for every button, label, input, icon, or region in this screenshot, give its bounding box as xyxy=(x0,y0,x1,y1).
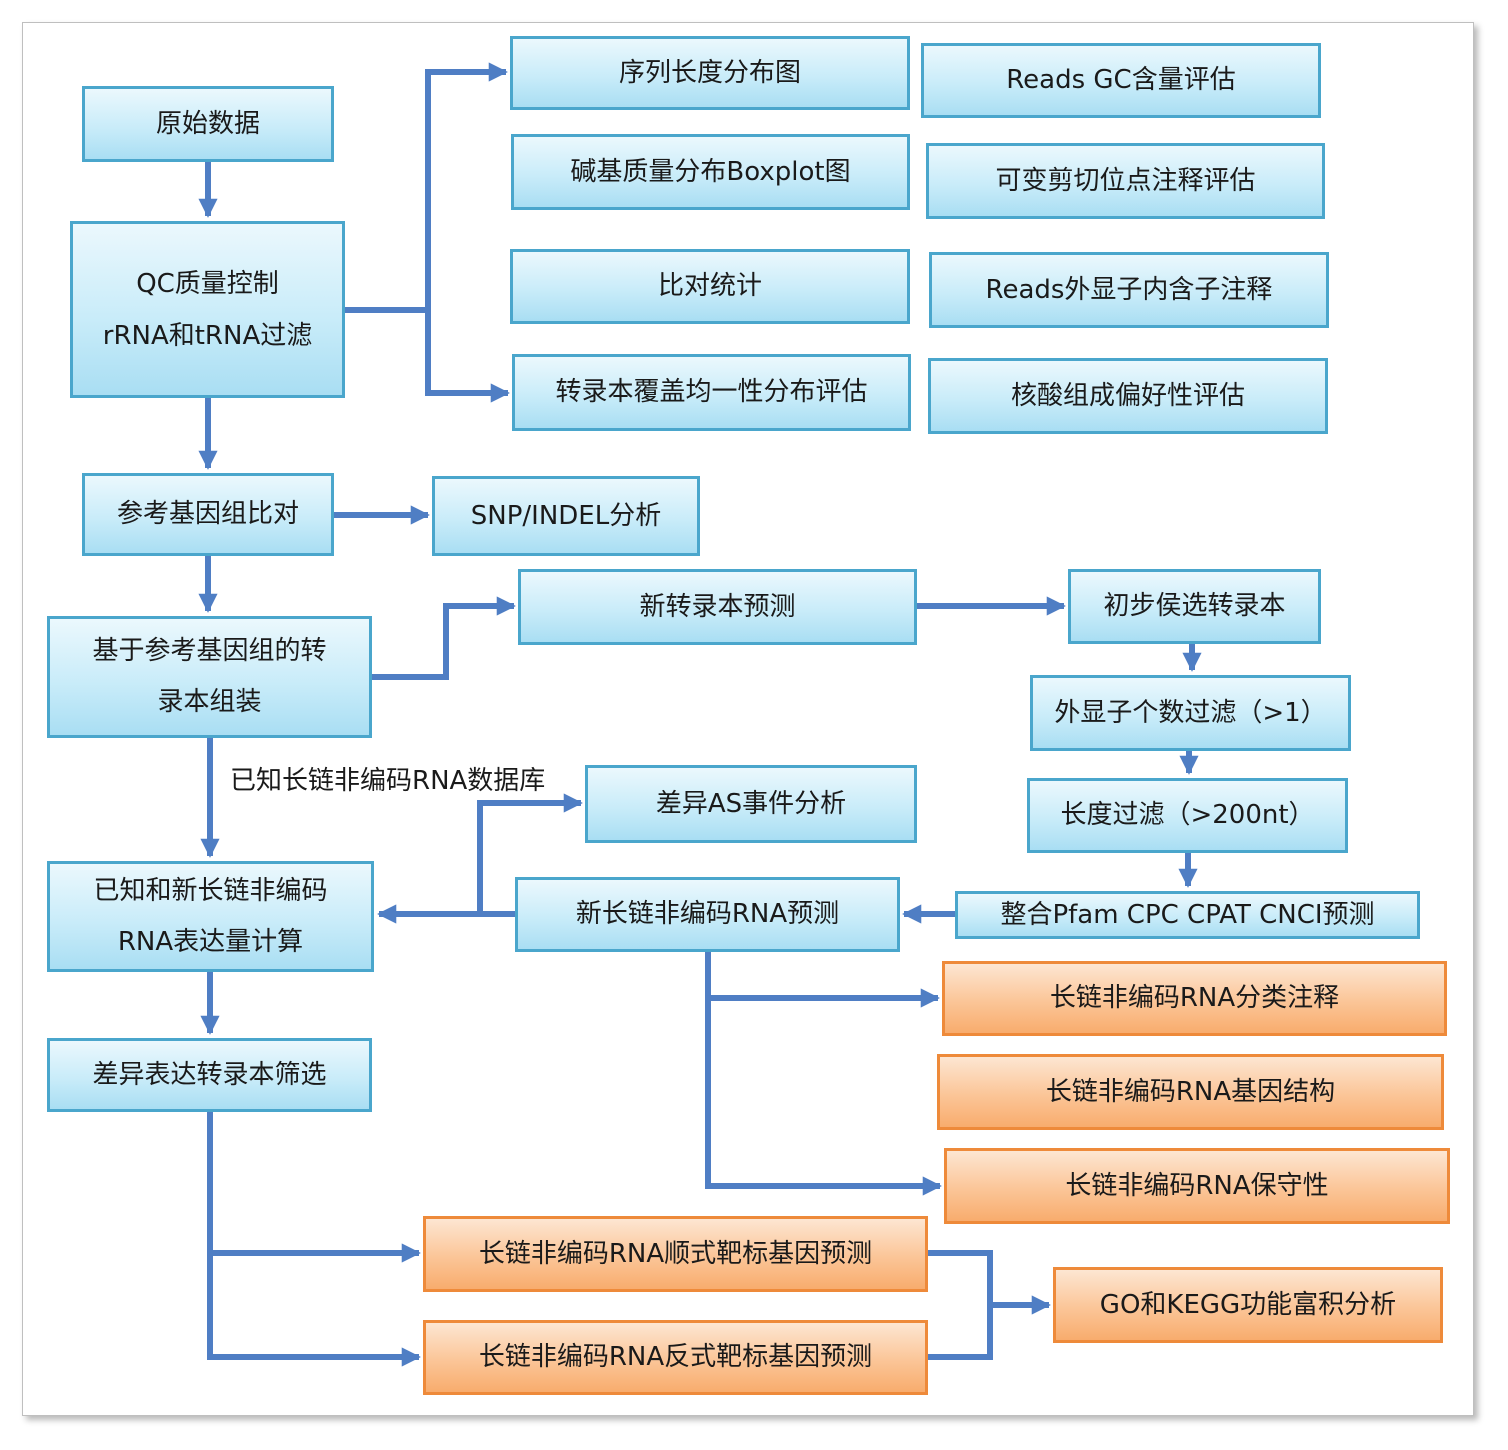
node-diff-as: 差异AS事件分析 xyxy=(585,765,917,843)
node-length-distribution: 序列长度分布图 xyxy=(510,36,910,110)
node-label: RNA表达量计算 xyxy=(117,926,304,957)
node-coverage-uniformity: 转录本覆盖均一性分布评估 xyxy=(512,354,911,431)
node-trans-target: 长链非编码RNA反式靶标基因预测 xyxy=(423,1320,928,1395)
node-raw-data: 原始数据 xyxy=(82,86,334,162)
node-go-kegg: GO和KEGG功能富积分析 xyxy=(1053,1267,1443,1343)
node-label: 原始数据 xyxy=(155,108,260,139)
node-label: 参考基因组比对 xyxy=(116,499,299,530)
arrow-assembly-to-new-pred xyxy=(372,596,516,680)
node-exon-intron: Reads外显子内含子注释 xyxy=(929,252,1329,328)
node-label: 录本组装 xyxy=(157,687,262,717)
arrow-diff-to-trans xyxy=(207,1253,421,1367)
arrow-qc-to-len-dist xyxy=(345,62,508,313)
node-assembly: 基于参考基因组的转 录本组装 xyxy=(47,616,372,738)
node-classification: 长链非编码RNA分类注释 xyxy=(942,961,1447,1036)
node-label: 长链非编码RNA基因结构 xyxy=(1045,1076,1336,1107)
node-new-lncrna: 新长链非编码RNA预测 xyxy=(515,877,900,952)
node-label: 差异表达转录本筛选 xyxy=(92,1059,327,1090)
node-label: 长链非编码RNA顺式靶标基因预测 xyxy=(478,1238,873,1269)
known-db-label: 已知长链非编码RNA数据库 xyxy=(230,766,546,796)
node-label: 差异AS事件分析 xyxy=(655,788,847,819)
arrow-new-lnc-to-conservation xyxy=(705,998,942,1196)
node-snp-indel: SNP/INDEL分析 xyxy=(432,476,700,556)
node-label: 初步侯选转录本 xyxy=(1103,591,1286,622)
node-conservation: 长链非编码RNA保守性 xyxy=(944,1148,1450,1224)
node-label: 新长链非编码RNA预测 xyxy=(575,899,840,930)
node-label: 长链非编码RNA保守性 xyxy=(1065,1170,1329,1201)
node-nucleotide-bias: 核酸组成偏好性评估 xyxy=(928,358,1328,434)
arrow-cis-trans-to-go xyxy=(928,1250,1049,1360)
node-label: 长链非编码RNA反式靶标基因预测 xyxy=(478,1342,873,1373)
node-label: 可变剪切位点注释评估 xyxy=(995,165,1256,196)
node-label: Reads外显子内含子注释 xyxy=(985,274,1273,305)
node-gc-content: Reads GC含量评估 xyxy=(921,43,1321,118)
arrow-to-diff-as xyxy=(477,793,583,914)
node-label: 新转录本预测 xyxy=(639,591,796,622)
node-gene-structure: 长链非编码RNA基因结构 xyxy=(937,1054,1444,1130)
arrow-new-lnc-to-classify xyxy=(705,952,940,1008)
node-label: 已知和新长链非编码 xyxy=(93,875,328,906)
node-label: 比对统计 xyxy=(657,271,762,302)
node-new-transcript: 新转录本预测 xyxy=(518,569,917,645)
node-label: 长度过滤（>200nt） xyxy=(1060,800,1315,831)
node-qc: QC质量控制 rRNA和tRNA过滤 xyxy=(70,221,345,398)
node-label: 整合Pfam CPC CPAT CNCI预测 xyxy=(1000,899,1375,930)
node-label: GO和KEGG功能富积分析 xyxy=(1099,1289,1397,1320)
node-label: 核酸组成偏好性评估 xyxy=(1010,380,1245,411)
node-label: Reads GC含量评估 xyxy=(1006,65,1236,96)
node-quality-boxplot: 碱基质量分布Boxplot图 xyxy=(511,134,910,210)
node-align: 参考基因组比对 xyxy=(82,473,334,556)
node-label: rRNA和tRNA过滤 xyxy=(102,320,313,351)
node-label: 转录本覆盖均一性分布评估 xyxy=(555,377,868,408)
node-label: 基于参考基因组的转 xyxy=(92,636,327,667)
node-integrate-predict: 整合Pfam CPC CPAT CNCI预测 xyxy=(955,891,1420,939)
arrow-qc-to-coverage xyxy=(425,310,510,403)
node-label: QC质量控制 xyxy=(136,268,279,299)
node-label: 碱基质量分布Boxplot图 xyxy=(570,156,851,187)
node-cis-target: 长链非编码RNA顺式靶标基因预测 xyxy=(423,1216,928,1292)
node-splice-site: 可变剪切位点注释评估 xyxy=(926,143,1325,219)
arrow-diff-to-cis xyxy=(207,1112,421,1263)
node-diff-expression: 差异表达转录本筛选 xyxy=(47,1038,372,1112)
node-length-filter: 长度过滤（>200nt） xyxy=(1027,778,1348,853)
node-candidate: 初步侯选转录本 xyxy=(1068,569,1321,644)
node-exon-filter: 外显子个数过滤（>1） xyxy=(1030,675,1351,751)
node-label: 长链非编码RNA分类注释 xyxy=(1049,983,1340,1014)
node-label: 外显子个数过滤（>1） xyxy=(1054,697,1327,728)
node-label: SNP/INDEL分析 xyxy=(470,500,662,531)
node-label: 序列长度分布图 xyxy=(618,57,801,88)
node-expression: 已知和新长链非编码 RNA表达量计算 xyxy=(47,861,374,972)
node-alignment-stats: 比对统计 xyxy=(510,249,910,324)
